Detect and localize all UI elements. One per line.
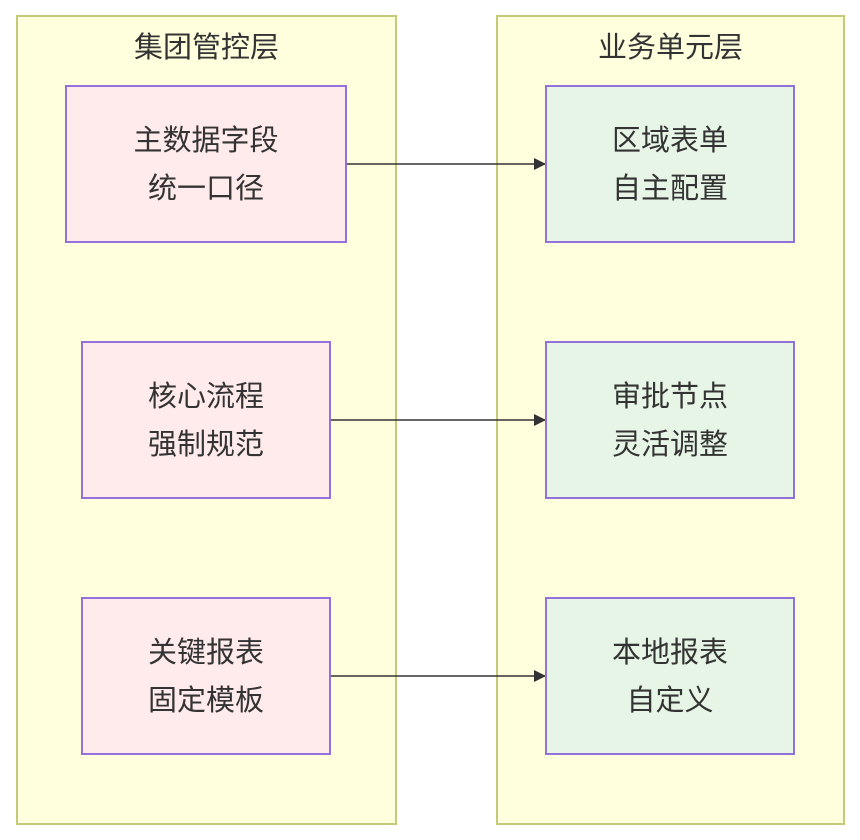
- lane-title-business-unit: 业务单元层: [597, 30, 743, 64]
- node-regional-form-line1: 区域表单: [611, 123, 728, 157]
- node-master-data-line2: 统一口径: [147, 171, 264, 205]
- node-master-data-line1: 主数据字段: [133, 123, 279, 157]
- node-key-report-line1: 关键报表: [147, 635, 264, 669]
- node-core-process-line2: 强制规范: [147, 427, 264, 461]
- node-regional-form: 区域表单 自主配置: [545, 85, 795, 243]
- node-approval-node-line1: 审批节点: [611, 379, 728, 413]
- node-core-process-line1: 核心流程: [147, 379, 264, 413]
- node-core-process: 核心流程 强制规范: [81, 341, 331, 499]
- node-approval-node-line2: 灵活调整: [611, 427, 728, 461]
- node-regional-form-line2: 自主配置: [611, 171, 728, 205]
- node-key-report-line2: 固定模板: [147, 683, 264, 717]
- node-master-data: 主数据字段 统一口径: [65, 85, 347, 243]
- node-local-report-line1: 本地报表: [611, 635, 728, 669]
- node-approval-node: 审批节点 灵活调整: [545, 341, 795, 499]
- lane-title-group-control: 集团管控层: [133, 30, 279, 64]
- node-key-report: 关键报表 固定模板: [81, 597, 331, 755]
- node-local-report: 本地报表 自定义: [545, 597, 795, 755]
- node-local-report-line2: 自定义: [626, 683, 714, 717]
